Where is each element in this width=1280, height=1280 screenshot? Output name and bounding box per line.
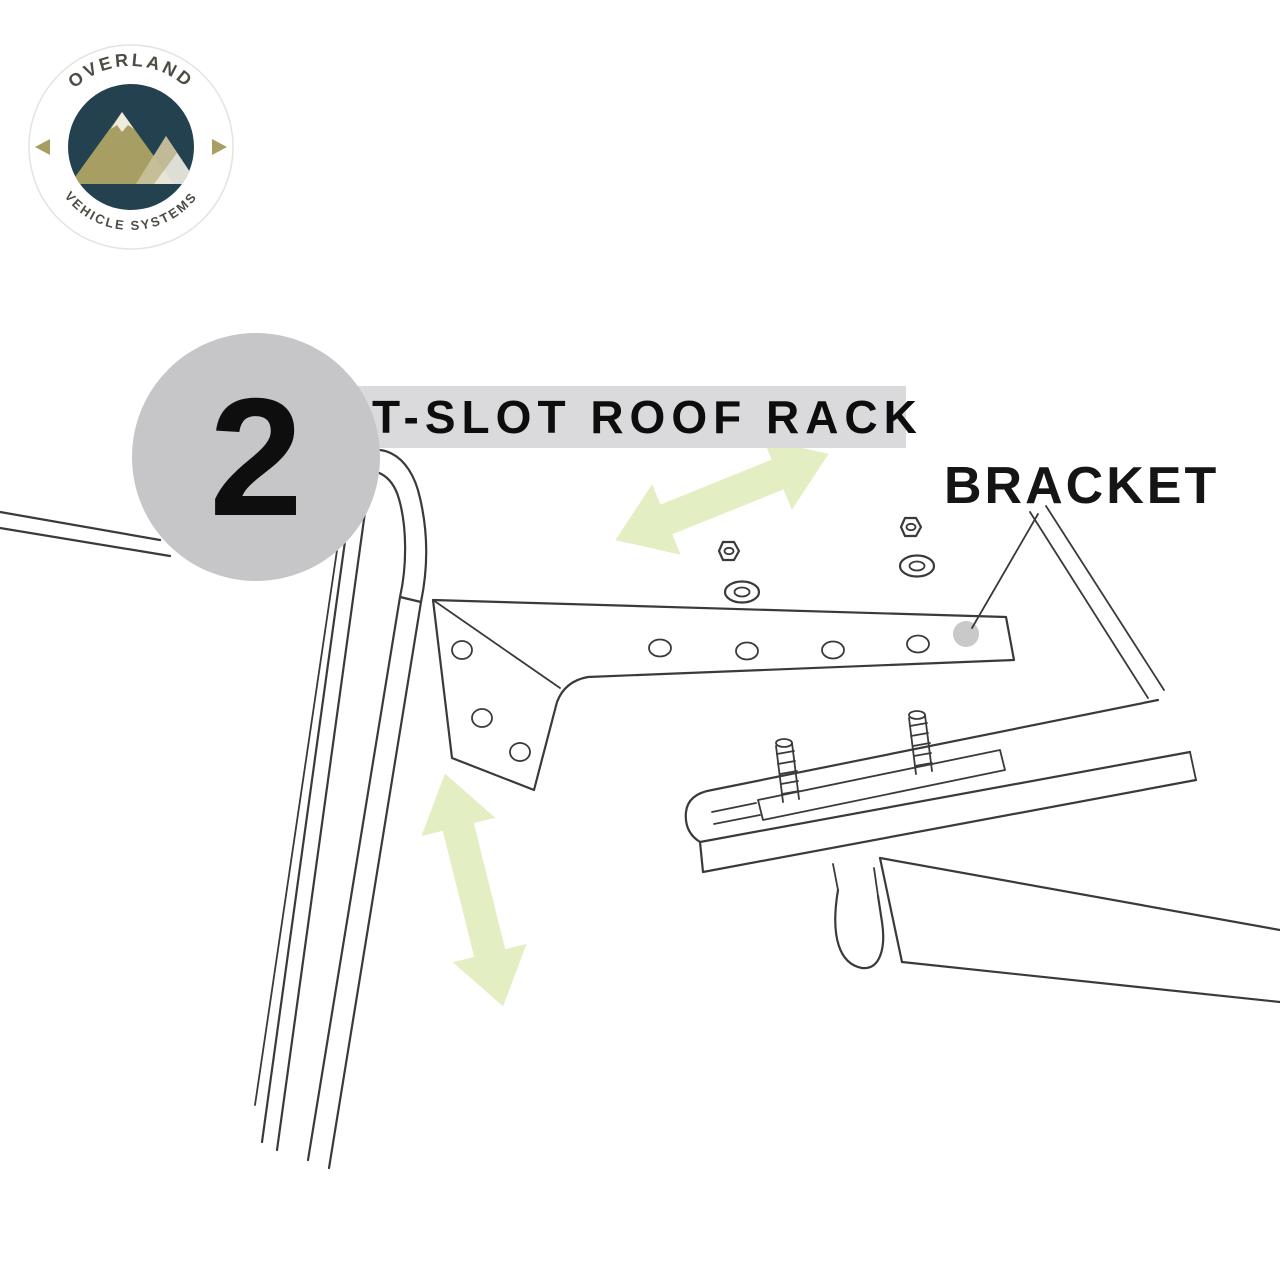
washer-left	[723, 580, 761, 604]
mountains-icon	[70, 112, 194, 184]
direction-arrow-upper	[615, 439, 829, 555]
right-arrow-icon	[212, 139, 227, 155]
step-number-badge: 2	[132, 333, 380, 581]
bracket-callout-label: BRACKET	[944, 457, 1220, 515]
threaded-stud-left	[775, 738, 800, 803]
washer-right	[898, 554, 936, 578]
nut-right	[899, 516, 923, 538]
step-banner: T-SLOT ROOF RACK	[300, 386, 917, 448]
left-arrow-icon	[35, 139, 50, 155]
step-banner-title: T-SLOT ROOF RACK	[372, 391, 923, 443]
nut-left	[717, 540, 741, 562]
direction-arrow-lower	[421, 773, 527, 1007]
threaded-stud-right	[908, 710, 933, 775]
bracket-callout-leader	[971, 513, 1039, 629]
vehicle-door-frame	[0, 448, 428, 1170]
step-number: 2	[209, 363, 303, 551]
rack-structure	[832, 856, 1280, 1004]
callout-dot	[953, 621, 979, 647]
rail-support-lines	[1029, 505, 1165, 699]
brand-logo: OVERLAND VEHICLE SYSTEMS	[28, 44, 234, 250]
t-slot-rail	[684, 698, 1198, 874]
l-bracket	[431, 598, 1016, 792]
